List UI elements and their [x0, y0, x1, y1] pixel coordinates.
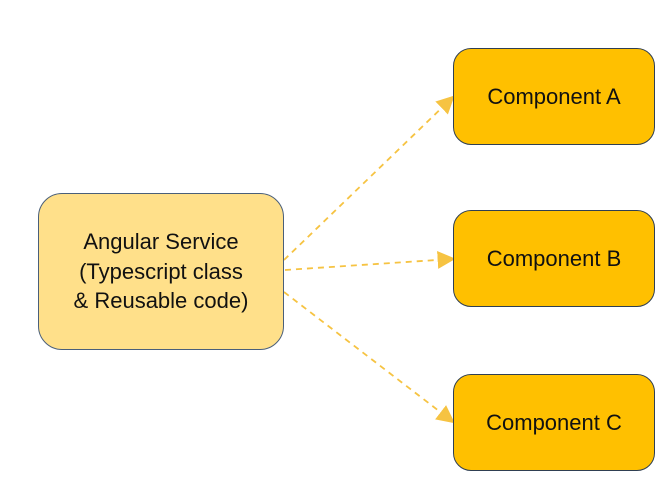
service-title-line: Angular Service: [83, 228, 239, 254]
arrow-to-component-c: [283, 291, 455, 424]
component-a-label: Component A: [487, 83, 621, 109]
arrow-to-component-a: [283, 95, 455, 261]
component-c-node: Component C: [453, 374, 655, 471]
component-b-node: Component B: [453, 210, 655, 307]
service-subtitle-line: (Typescript class: [79, 258, 243, 284]
service-description-line: & Reusable code): [73, 288, 249, 314]
angular-service-node: Angular Service (Typescript class & Reus…: [38, 193, 284, 350]
component-b-label: Component B: [486, 245, 622, 271]
arrow-to-component-b: [284, 250, 456, 271]
component-a-node: Component A: [453, 48, 655, 145]
component-c-label: Component C: [486, 409, 622, 435]
